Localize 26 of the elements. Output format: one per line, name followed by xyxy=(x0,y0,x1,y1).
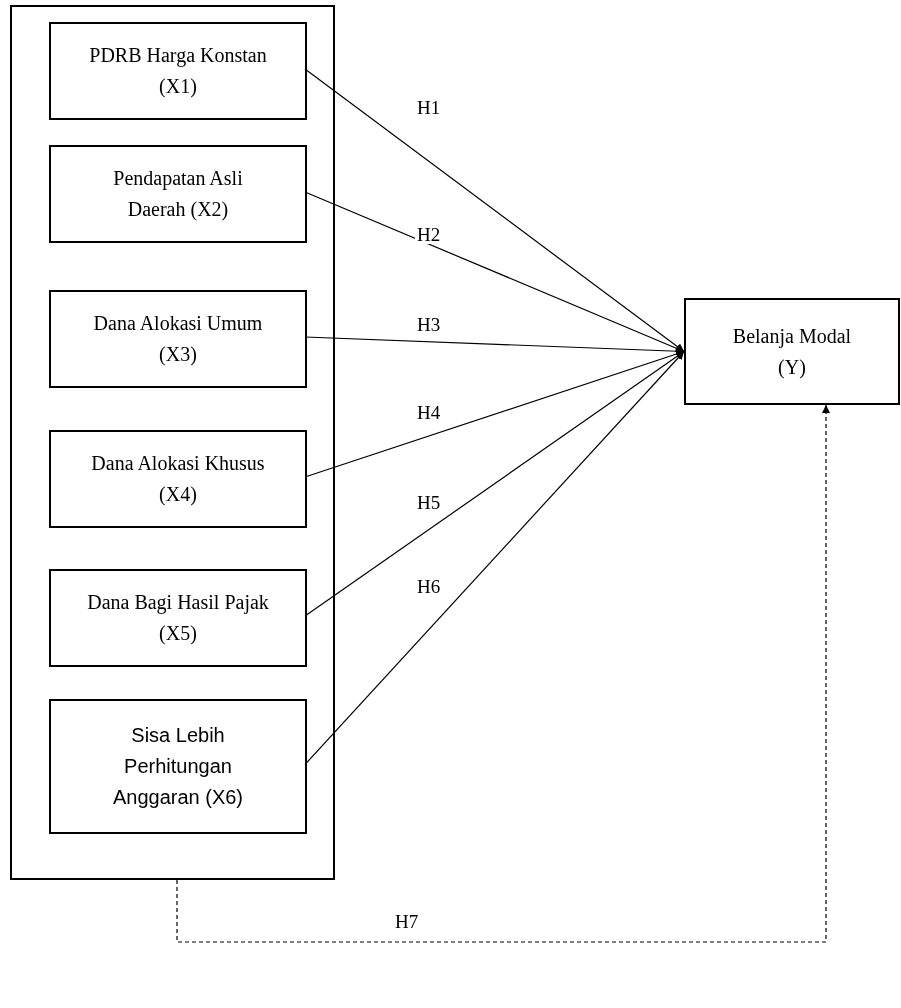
variable-box xyxy=(684,298,900,405)
edge-label: H3 xyxy=(415,315,443,334)
edge-label: H7 xyxy=(393,912,421,931)
variable-label: Sisa Lebih Perhitungan Anggaran (X6) xyxy=(111,723,245,810)
edge-label: H2 xyxy=(415,225,443,244)
variable-box xyxy=(49,145,307,243)
variable-box xyxy=(49,569,307,667)
edge-label: H6 xyxy=(415,577,443,596)
dashed-arrow xyxy=(176,404,830,943)
arrow xyxy=(304,68,685,353)
variable-box xyxy=(49,290,307,388)
group-box xyxy=(10,5,335,880)
edge-label: H1 xyxy=(415,98,443,117)
variable-label: Dana Alokasi Khusus (X4) xyxy=(90,451,266,508)
variable-box xyxy=(49,699,307,834)
edge-label: H5 xyxy=(415,493,443,512)
variable-label: Dana Bagi Hasil Pajak (X5) xyxy=(86,590,270,647)
arrow xyxy=(304,191,685,353)
variable-box xyxy=(49,430,307,528)
arrow xyxy=(304,350,685,766)
edge-label: H4 xyxy=(415,403,443,422)
variable-label: Dana Alokasi Umum (X3) xyxy=(92,311,264,368)
variable-label: PDRB Harga Konstan (X1) xyxy=(88,43,268,100)
variable-box xyxy=(49,22,307,120)
variable-label: Pendapatan Asli Daerah (X2) xyxy=(112,166,244,223)
variable-label: Belanja Modal (Y) xyxy=(731,323,853,381)
